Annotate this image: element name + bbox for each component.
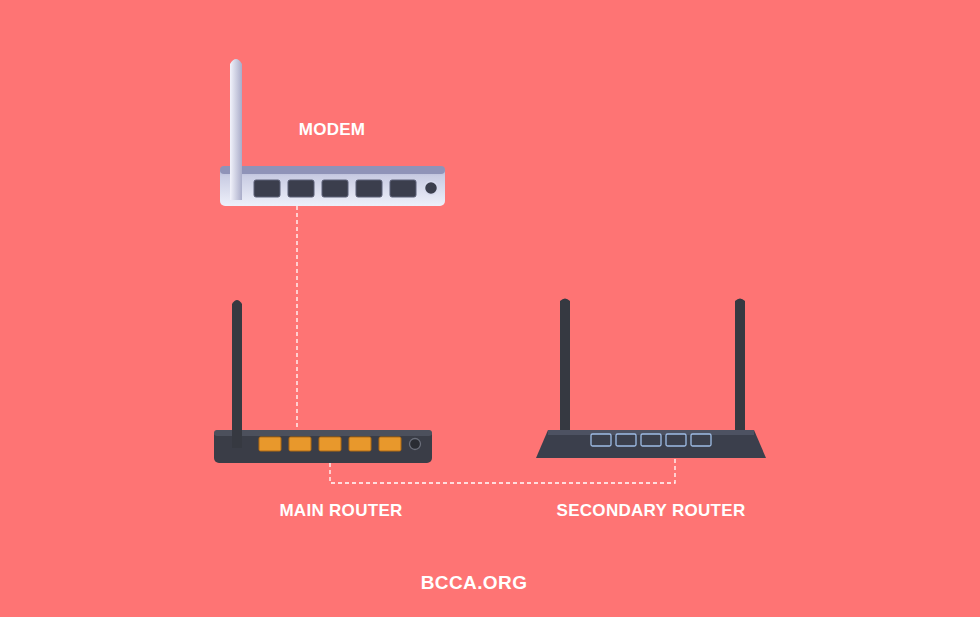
- modem-port: [390, 180, 416, 197]
- modem-illustration: [220, 59, 445, 206]
- secondary-router-device: SECONDARY ROUTER: [536, 430, 766, 458]
- device-label: MAIN ROUTER: [279, 501, 402, 521]
- modem-port: [356, 180, 382, 197]
- main-router-port: [259, 437, 281, 451]
- secondary-router-port: [666, 434, 686, 446]
- cable-connector: [296, 206, 297, 430]
- secondary-router-port: [591, 434, 611, 446]
- modem-top: [220, 166, 445, 174]
- main-router-antenna: [232, 300, 242, 448]
- secondary-router-antenna: [735, 299, 745, 441]
- main-router-port: [319, 437, 341, 451]
- device-label: MODEM: [299, 120, 366, 140]
- main-router-port: [289, 437, 311, 451]
- secondary-router-body: [536, 430, 766, 458]
- main-router-illustration: [214, 300, 432, 463]
- modem-port: [254, 180, 280, 197]
- main-router-button: [410, 439, 421, 450]
- watermark: BCCA.ORG: [421, 572, 528, 594]
- secondary-router-port: [616, 434, 636, 446]
- secondary-router-antenna: [560, 299, 570, 441]
- cable-connector: [330, 458, 675, 483]
- secondary-router-port: [641, 434, 661, 446]
- modem-button: [425, 182, 438, 195]
- secondary-router-illustration: [536, 299, 766, 459]
- modem-port: [288, 180, 314, 197]
- main-router-port: [349, 437, 371, 451]
- secondary-router-port: [691, 434, 711, 446]
- main-router-top: [214, 430, 432, 436]
- modem-antenna: [230, 59, 242, 200]
- main-router-port: [379, 437, 401, 451]
- device-label: SECONDARY ROUTER: [557, 501, 746, 521]
- main-router-body: [214, 430, 432, 463]
- main-router-device: MAIN ROUTER: [214, 430, 432, 463]
- modem-device: MODEM: [220, 166, 445, 206]
- modem-port: [322, 180, 348, 197]
- modem-body: [220, 166, 445, 206]
